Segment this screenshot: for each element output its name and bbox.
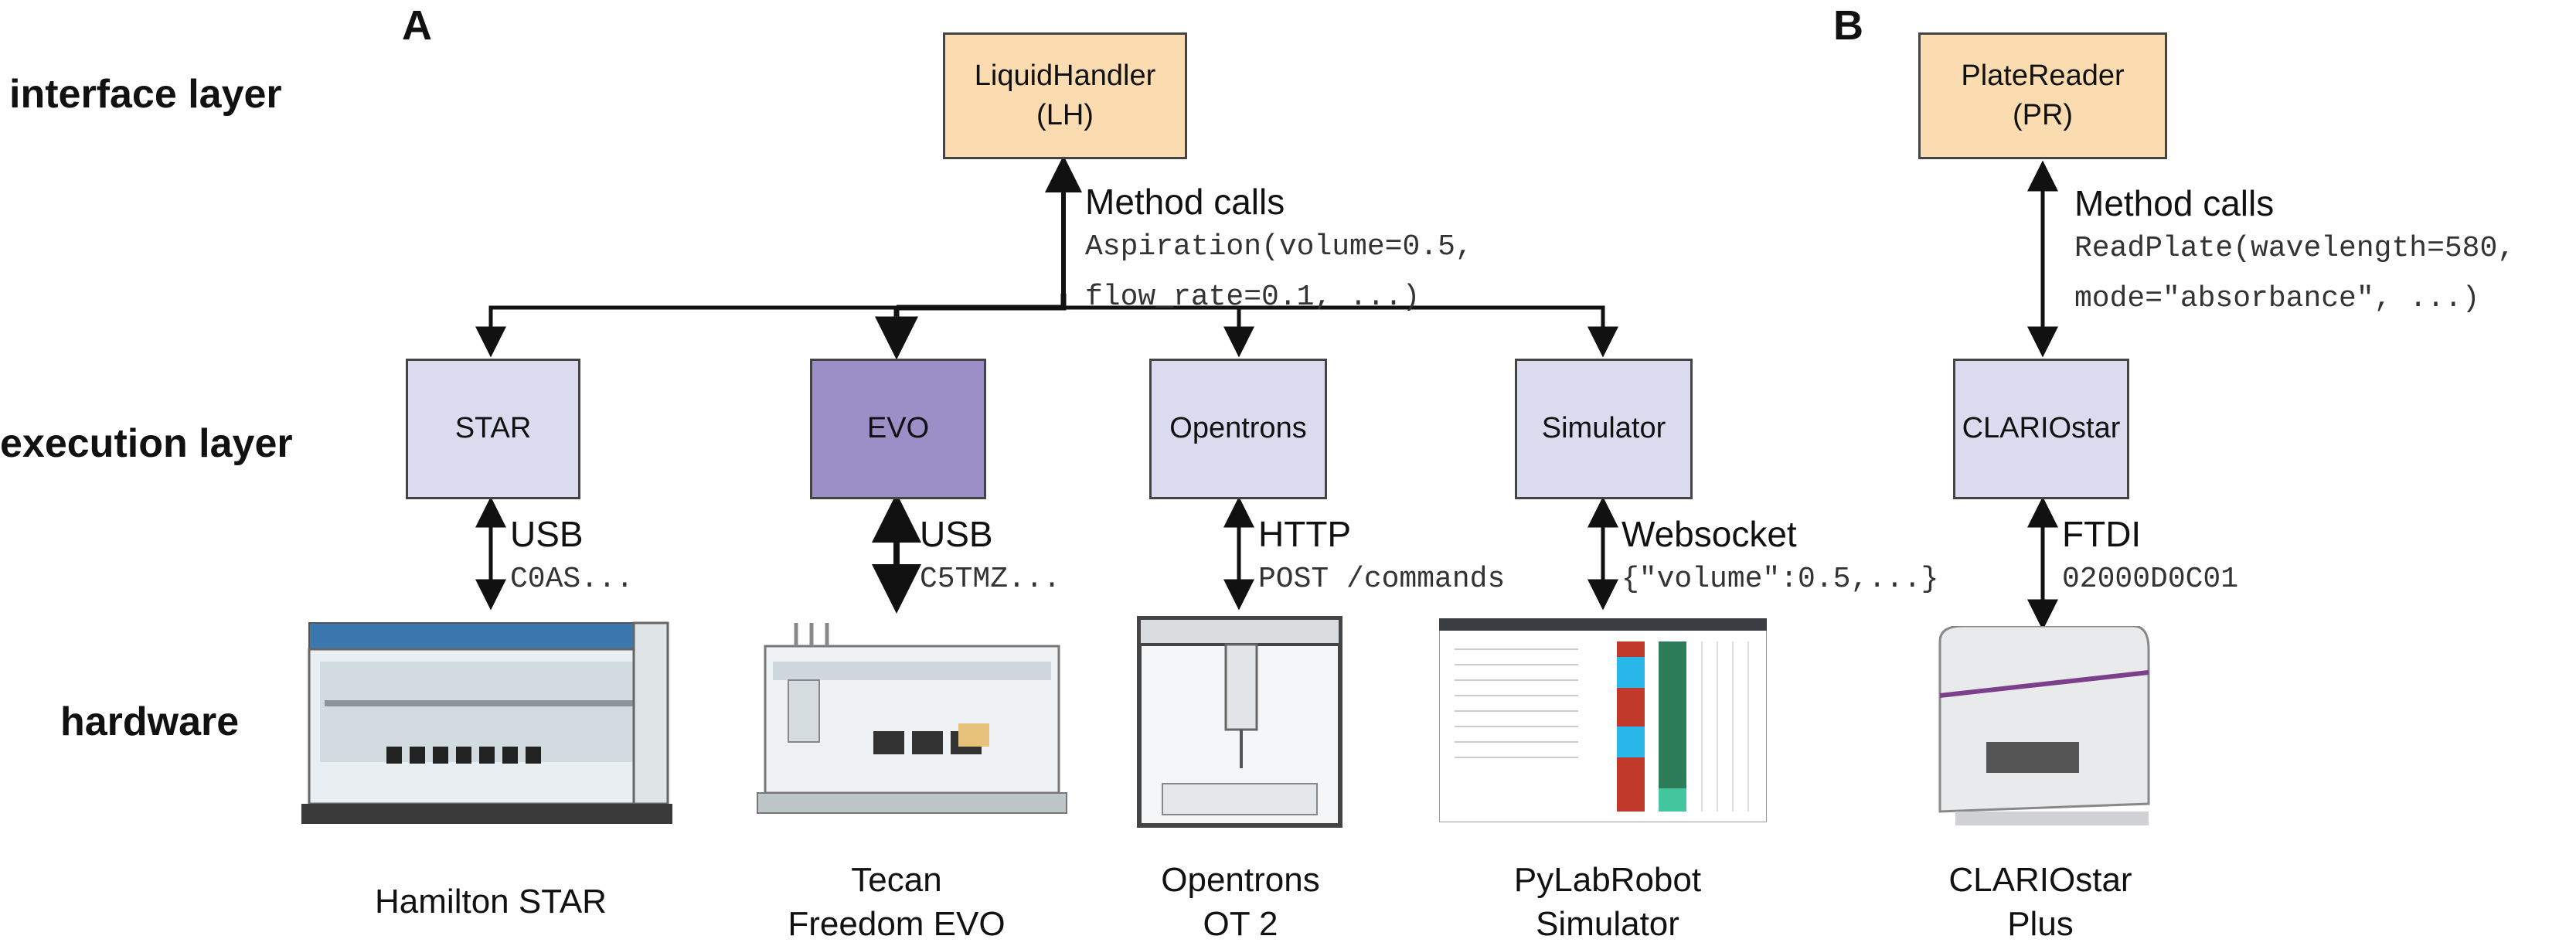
star-bus-wire	[475, 305, 1063, 358]
evo-protocol-name: USB	[920, 514, 993, 554]
opentrons-protocol: HTTP POST /commands	[1258, 513, 1505, 605]
star-protocol: USB C0AS...	[510, 513, 634, 605]
clariostar-protocol: FTDI 02000D0C01	[2062, 513, 2238, 605]
simulator-bus-wire	[1063, 305, 1618, 358]
tecan-caption-line1: Tecan	[851, 861, 942, 899]
evo-protocol-example: C5TMZ...	[920, 563, 1061, 596]
opentrons-protocol-example: POST /commands	[1258, 563, 1506, 596]
opentrons-protocol-name: HTTP	[1258, 514, 1352, 554]
star-backend-box: STAR	[406, 359, 580, 499]
pylabrobot-simulator-image	[1439, 618, 1767, 822]
hamilton-star-caption: Hamilton STAR	[332, 880, 649, 924]
interface-layer-label: interface layer	[9, 72, 282, 117]
hamilton-star-image	[301, 621, 672, 824]
simulator-protocol: Websocket {"volume":0.5,...}	[1621, 513, 1938, 605]
simulator-caption-line1: PyLabRobot	[1513, 861, 1702, 899]
lh-method-line1: Aspiration(volume=0.5,	[1085, 230, 1473, 264]
panel-a-label: A	[402, 2, 432, 49]
platereader-box: PlateReader (PR)	[1918, 32, 2167, 159]
opentrons-caption-line1: Opentrons	[1161, 861, 1320, 899]
clariostar-caption-line2: Plus	[2007, 905, 2074, 944]
clariostar-protocol-name: FTDI	[2062, 514, 2142, 554]
pr-method-calls: Method calls ReadPlate(wavelength=580, m…	[2074, 182, 2515, 324]
lh-method-calls: Method calls Aspiration(volume=0.5, flow…	[1085, 181, 1473, 322]
bus-main	[897, 294, 1067, 311]
opentrons-caption-line2: OT 2	[1203, 905, 1278, 944]
execution-layer-label: execution layer	[0, 421, 293, 466]
clariostar-plus-image	[1938, 626, 2150, 825]
simulator-backend-box: Simulator	[1515, 359, 1693, 499]
clariostar-caption: CLARIOstar Plus	[1901, 858, 2180, 946]
simulator-protocol-example: {"volume":0.5,...}	[1621, 563, 1939, 596]
opentrons-caption: Opentrons OT 2	[1097, 858, 1383, 946]
lh-method-line2: flow_rate=0.1, ...)	[1085, 280, 1421, 314]
tecan-caption: Tecan Freedom EVO	[742, 858, 1051, 946]
hamilton-star-caption-line1: Hamilton STAR	[375, 883, 607, 920]
liquidhandler-box: LiquidHandler (LH)	[943, 32, 1187, 159]
lh-method-title: Method calls	[1085, 182, 1285, 222]
liquidhandler-name: LiquidHandler	[974, 59, 1156, 92]
opentrons-ot2-image	[1137, 616, 1342, 828]
clariostar-protocol-example: 02000D0C01	[2062, 563, 2239, 596]
simulator-caption-line2: Simulator	[1536, 905, 1679, 944]
hardware-layer-label: hardware	[60, 699, 240, 744]
tecan-caption-line2: Freedom EVO	[788, 905, 1006, 944]
clariostar-caption-line1: CLARIOstar	[1948, 861, 2132, 899]
liquidhandler-abbrev: (LH)	[1036, 99, 1094, 131]
pr-method-line1: ReadPlate(wavelength=580,	[2074, 232, 2516, 265]
platereader-abbrev: (PR)	[2012, 99, 2074, 131]
pr-method-title: Method calls	[2074, 183, 2275, 223]
opentrons-backend-box: Opentrons	[1149, 359, 1327, 499]
tecan-freedom-evo-image	[757, 623, 1067, 814]
simulator-protocol-name: Websocket	[1621, 514, 1797, 554]
platereader-name: PlateReader	[1961, 59, 2125, 92]
clariostar-backend-box: CLARIOstar	[1953, 359, 2129, 499]
simulator-caption: PyLabRobot Simulator	[1453, 858, 1762, 946]
star-protocol-example: C0AS...	[510, 563, 634, 596]
star-protocol-name: USB	[510, 514, 584, 554]
panel-b-label: B	[1833, 2, 1863, 49]
pr-method-line2: mode="absorbance", ...)	[2074, 281, 2480, 315]
evo-protocol: USB C5TMZ...	[920, 513, 1060, 605]
evo-backend-box: EVO	[810, 359, 986, 499]
